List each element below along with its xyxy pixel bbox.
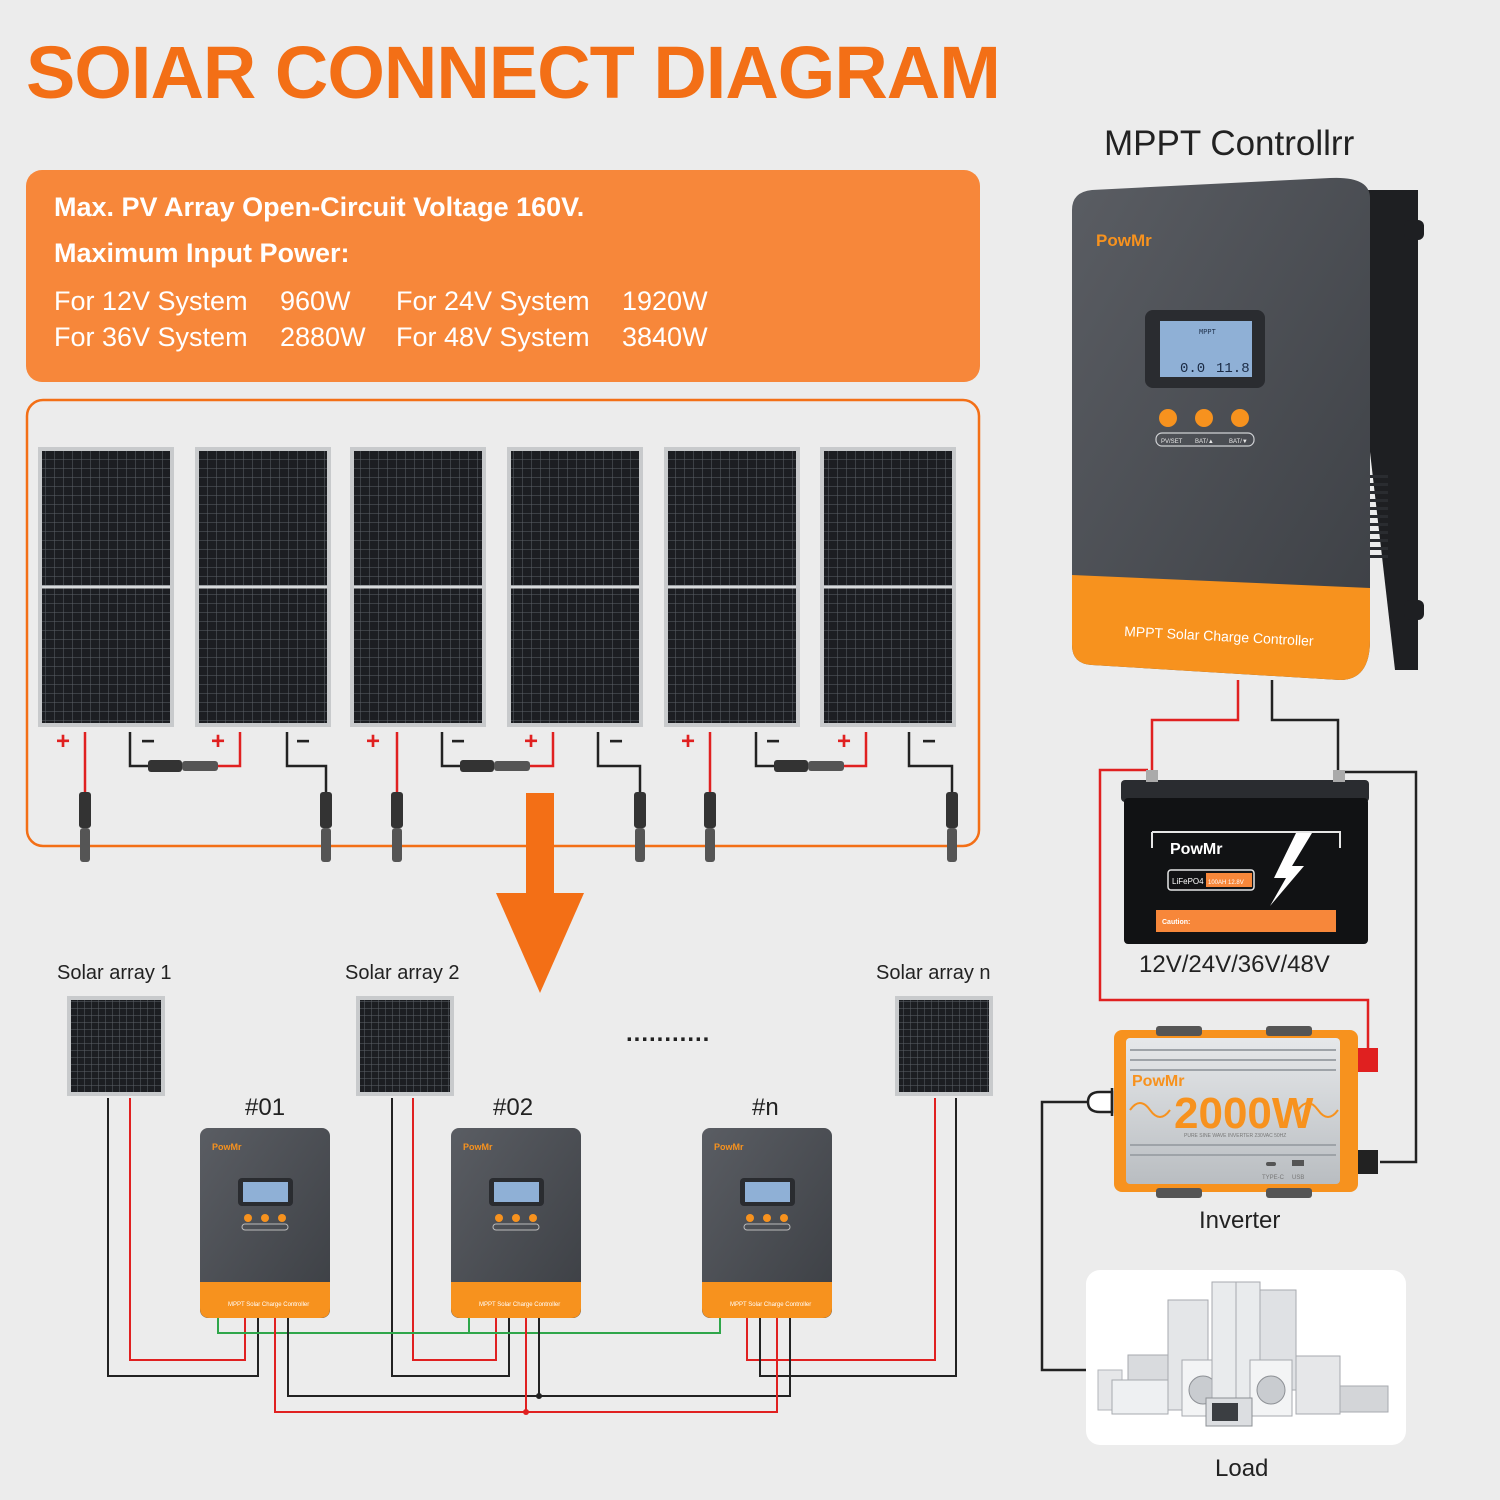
spec-36v-power: 2880W xyxy=(280,322,366,352)
mppt-brand: PowMr xyxy=(1096,231,1152,250)
mppt-screen-mode: MPPT xyxy=(1199,329,1216,337)
small-controller-02 xyxy=(451,1128,581,1318)
plus-sign: + xyxy=(366,728,380,755)
plus-sign: + xyxy=(837,728,851,755)
small-controller-n xyxy=(702,1128,832,1318)
small-controller-footer: MPPT Solar Charge Controller xyxy=(479,1302,560,1308)
solar-panel-6 xyxy=(820,447,956,727)
mppt-heading: MPPT Controllrr xyxy=(1104,124,1355,163)
controller-number: #n xyxy=(752,1094,779,1121)
load-label: Load xyxy=(1215,1455,1269,1482)
mppt-screen-left: 0.0 xyxy=(1180,361,1205,377)
small-solar-panel-1 xyxy=(67,996,165,1096)
inverter-label: Inverter xyxy=(1199,1207,1281,1234)
spec-48v-system: For 48V System xyxy=(396,322,590,352)
battery-caution: Caution: xyxy=(1162,919,1190,926)
small-controller-footer: MPPT Solar Charge Controller xyxy=(228,1302,309,1308)
mppt-button-label: BAT/▲ xyxy=(1195,439,1214,445)
plug-icon xyxy=(1086,1088,1114,1116)
mppt-screen-right: 11.8 xyxy=(1216,361,1250,377)
page-title: SOIAR CONNECT DIAGRAM xyxy=(26,31,1001,114)
solar-array-label: Solar array 1 xyxy=(57,962,172,984)
small-solar-panel-n xyxy=(895,996,993,1096)
solar-panel-1 xyxy=(38,447,174,727)
minus-sign: − xyxy=(451,728,465,755)
minus-sign: − xyxy=(766,728,780,755)
minus-sign: − xyxy=(296,728,310,755)
inverter-power: 2000W xyxy=(1174,1089,1314,1138)
solar-array-label: Solar array n xyxy=(876,962,991,984)
spec-box: Max. PV Array Open-Circuit Voltage 160V.… xyxy=(26,170,980,382)
ellipsis: ........... xyxy=(626,1020,711,1047)
battery-voltages: 12V/24V/36V/48V xyxy=(1139,951,1330,978)
spec-24v-power: 1920W xyxy=(622,286,708,316)
solar-array-label: Solar array 2 xyxy=(345,962,460,984)
spec-48v-power: 3840W xyxy=(622,322,708,352)
battery-chemistry: LiFePO4 xyxy=(1172,877,1204,886)
spec-12v-power: 960W xyxy=(280,286,351,316)
down-arrow-icon xyxy=(496,793,584,993)
spec-voltage: Max. PV Array Open-Circuit Voltage 160V. xyxy=(54,192,585,222)
battery-device: PowMr LiFePO4 100AH 12.8V Caution: xyxy=(1121,770,1369,944)
small-controller-01 xyxy=(200,1128,330,1318)
inverter-device: PowMr 2000W PURE SINE WAVE INVERTER 230V… xyxy=(1114,1026,1378,1198)
minus-sign: − xyxy=(609,728,623,755)
inverter-subtitle: PURE SINE WAVE INVERTER 230VAC 50HZ xyxy=(1184,1133,1286,1139)
controller-number: #01 xyxy=(245,1094,286,1121)
inverter-port-label: TYPE-C xyxy=(1262,1175,1285,1181)
small-controller-footer: MPPT Solar Charge Controller xyxy=(730,1302,811,1308)
mppt-button-label: PV/SET xyxy=(1161,439,1183,445)
small-controller-brand: PowMr xyxy=(463,1142,493,1152)
minus-sign: − xyxy=(922,728,936,755)
solar-panel-3 xyxy=(350,447,486,727)
plus-sign: + xyxy=(681,728,695,755)
mc4-vertical-connectors xyxy=(79,792,958,862)
small-controller-brand: PowMr xyxy=(212,1142,242,1152)
spec-12v-system: For 12V System xyxy=(54,286,248,316)
controller-number: #02 xyxy=(493,1094,534,1121)
mppt-button-label: BAT/▼ xyxy=(1229,439,1248,445)
spec-36v-system: For 36V System xyxy=(54,322,248,352)
panel-wiring xyxy=(83,732,954,800)
plus-sign: + xyxy=(211,728,225,755)
battery-wiring xyxy=(1040,680,1418,1372)
small-solar-panel-2 xyxy=(356,996,454,1096)
inverter-port-label: USB xyxy=(1292,1175,1304,1181)
plus-sign: + xyxy=(524,728,538,755)
bottom-wiring xyxy=(107,1098,957,1415)
spec-24v-system: For 24V System xyxy=(396,286,590,316)
battery-brand: PowMr xyxy=(1170,841,1222,858)
minus-sign: − xyxy=(141,728,155,755)
spec-power-heading: Maximum Input Power: xyxy=(54,238,350,268)
solar-panel-2 xyxy=(195,447,331,727)
panel-array-frame xyxy=(25,398,981,848)
inverter-brand: PowMr xyxy=(1132,1073,1184,1090)
solar-panel-4 xyxy=(507,447,643,727)
small-controller-brand: PowMr xyxy=(714,1142,744,1152)
mppt-controller-device: MPPT 0.0 11.8 PV/SET BAT/▲ BAT/▼ PowM xyxy=(1072,177,1424,681)
mc4-horizontal-connectors xyxy=(148,760,844,772)
battery-rating: 100AH 12.8V xyxy=(1208,880,1244,886)
plus-sign: + xyxy=(56,728,70,755)
load-appliances xyxy=(1086,1270,1406,1445)
solar-panel-5 xyxy=(664,447,800,727)
